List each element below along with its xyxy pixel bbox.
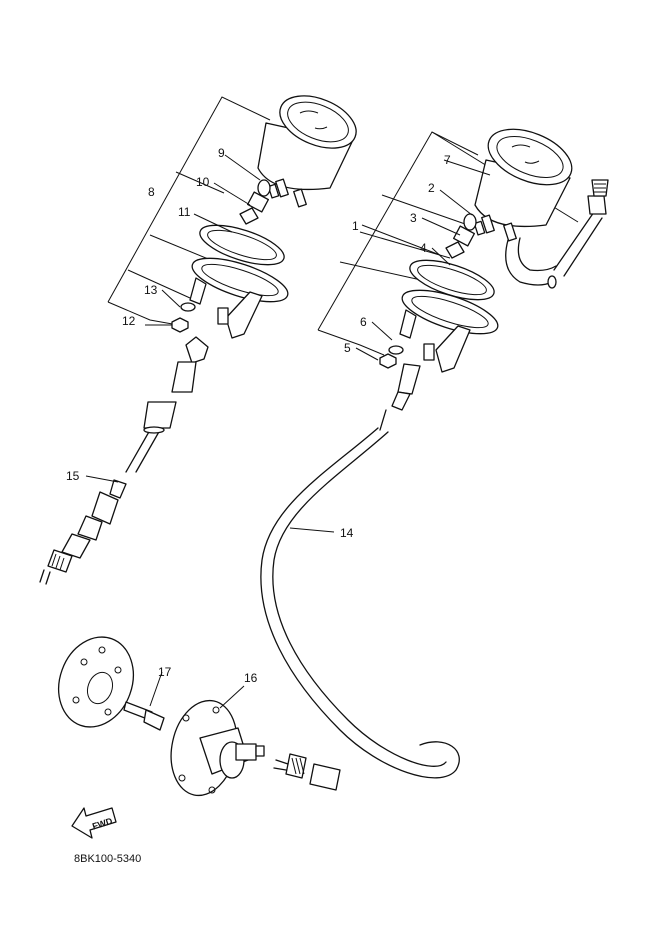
callout-13: 13 — [144, 283, 158, 297]
diagram-code: 8BK100-5340 — [74, 853, 141, 865]
right-bulb-socket — [445, 213, 477, 259]
callout-15: 15 — [66, 469, 80, 483]
brake-disc-hub — [58, 636, 134, 728]
left-nut-washer — [171, 302, 196, 333]
right-meter-housing — [473, 128, 573, 242]
callout-9: 9 — [218, 146, 225, 160]
upper-left-cable — [125, 336, 209, 473]
right-nut-washer — [379, 345, 404, 369]
callout-leaders — [85, 154, 491, 709]
left-meter-bracket — [189, 257, 289, 339]
right-drive-tube — [505, 179, 609, 289]
callout-14: 14 — [340, 526, 354, 540]
callout-2: 2 — [428, 181, 435, 195]
callout-16: 16 — [244, 671, 258, 685]
callout-3: 3 — [410, 211, 417, 225]
callout-5: 5 — [344, 341, 351, 355]
left-grommet — [199, 224, 285, 266]
right-meter-bracket — [399, 289, 499, 373]
right-cable-connector — [391, 363, 421, 411]
drive-shaft-pin — [123, 701, 165, 731]
callout-1: 1 — [352, 219, 359, 233]
callout-17: 17 — [158, 665, 172, 679]
callout-10: 10 — [196, 175, 210, 189]
speedometer-cable — [260, 409, 460, 791]
right-meter-assembly — [317, 128, 609, 411]
callout-11: 11 — [178, 205, 191, 219]
callout-12: 12 — [122, 314, 136, 328]
lower-left-cable — [39, 479, 127, 585]
left-meter-housing — [257, 95, 357, 208]
left-bulb-socket — [239, 179, 271, 225]
callout-4: 4 — [420, 241, 427, 255]
callout-7: 7 — [444, 153, 451, 167]
fwd-arrow-icon: FWD — [71, 807, 117, 839]
meter-gear-unit — [170, 699, 265, 797]
callout-labels: 1 2 3 4 5 6 7 8 9 10 11 12 13 14 15 16 1… — [66, 146, 451, 685]
right-grommet — [409, 259, 495, 301]
left-meter-assembly — [107, 95, 357, 473]
callout-8: 8 — [148, 185, 155, 199]
callout-6: 6 — [360, 315, 367, 329]
